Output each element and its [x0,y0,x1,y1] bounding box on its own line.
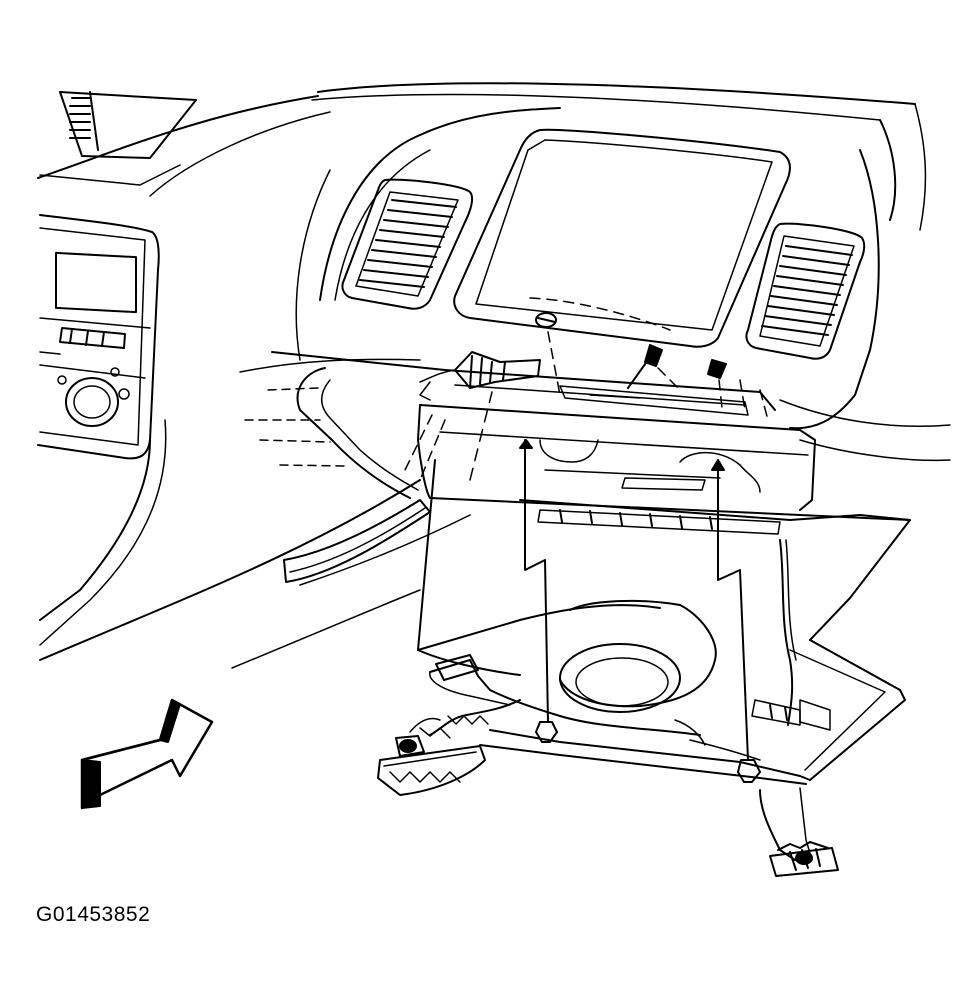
center-display-recess [454,130,790,347]
control-buttons [40,328,125,354]
mounting-bolt-right [708,360,726,378]
lower-tray-base [430,640,905,784]
figure-code-label: G01453852 [36,903,151,926]
front-of-vehicle-arrow-icon [82,700,212,808]
center-stack-housing [296,108,560,360]
left-lower-connector [378,746,485,795]
dash-opening-frame [272,352,910,520]
mounting-bolt-center [628,345,662,388]
alignment-dashes-upper [405,298,768,480]
defroster-grille [40,92,196,185]
left-air-vent [342,180,472,309]
right-wire-harness [760,540,812,860]
mounting-bolt-left [536,313,556,327]
fastener-path-left [520,440,557,742]
lower-right-connector [770,842,838,876]
instrument-panel-upper-outline [38,83,950,460]
upper-connector-harness [420,352,540,400]
right-air-vent [746,224,864,359]
fastener-path-right [712,460,760,782]
storage-compartment-module [418,392,910,675]
instrument-cluster-bezel [38,215,159,458]
control-knob [58,368,129,426]
dash-surface-lines [40,359,470,668]
speaker-ring [560,601,716,712]
left-coiled-harness [396,700,520,756]
